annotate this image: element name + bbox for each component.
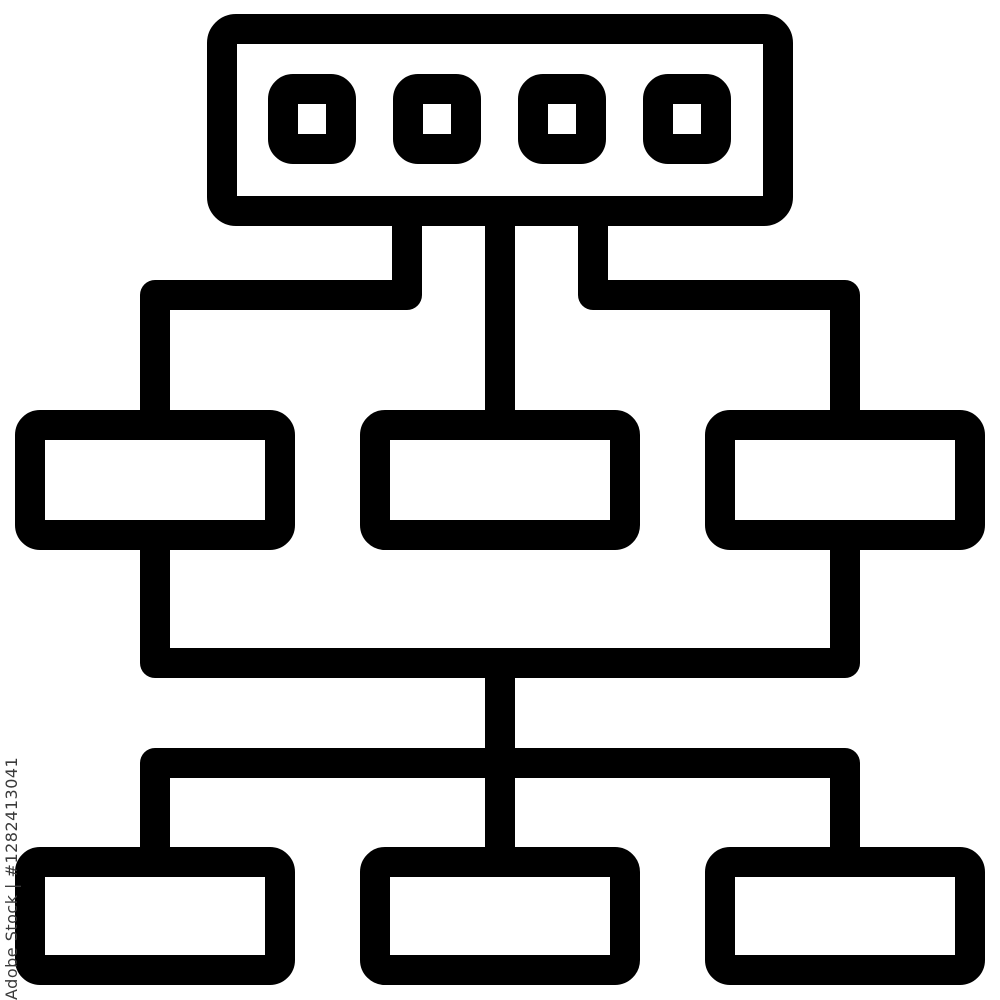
bottom-left-box [15,847,295,985]
stock-watermark-id: Adobe Stock | #1282413041 [2,756,21,1000]
connector-right-top [578,222,860,425]
merge-connector [140,535,860,678]
port-3 [518,74,606,164]
port-2 [393,74,481,164]
top-server-box [207,14,793,226]
middle-left-box [15,410,295,550]
port-1 [268,74,356,164]
middle-center-box [360,410,640,550]
bottom-center-box [360,847,640,985]
connector-left-top [140,222,422,425]
bottom-right-box [705,847,985,985]
middle-right-box [705,410,985,550]
port-4 [643,74,731,164]
